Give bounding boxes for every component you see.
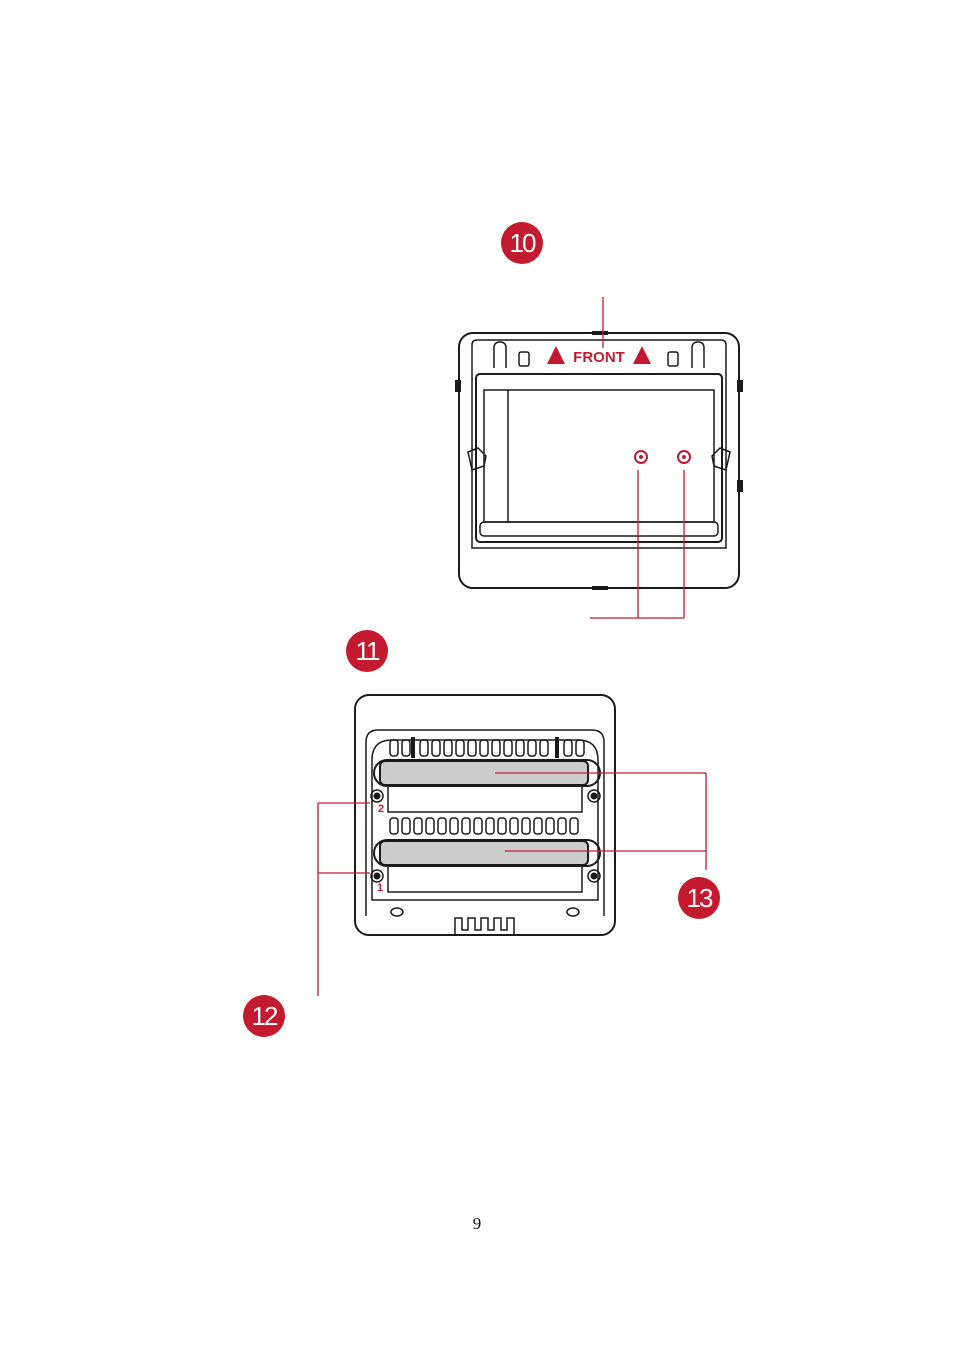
callout-10: 10 <box>501 222 543 264</box>
device-body-outline <box>459 333 739 588</box>
slot-1-label: 1 <box>377 882 383 894</box>
front-arrow-left-icon <box>547 346 565 364</box>
callout-12: 12 <box>243 995 285 1037</box>
top-leader-lines <box>590 297 684 618</box>
vent-row-lower <box>390 818 578 834</box>
roller-lower <box>380 841 588 865</box>
top-device-diagram <box>455 333 743 588</box>
callout-11: 11 <box>346 630 388 672</box>
bottom-device-diagram <box>355 695 615 935</box>
front-label: FRONT <box>573 349 625 366</box>
vent-row-upper <box>390 740 584 756</box>
callout-13: 13 <box>678 877 720 919</box>
device-top-outline <box>355 695 615 935</box>
front-arrow-right-icon <box>633 346 651 364</box>
front-marking: FRONT <box>547 346 651 366</box>
page-number: 9 <box>0 1214 954 1234</box>
indicator-screws <box>635 451 690 463</box>
slot-2-label: 2 <box>378 803 384 815</box>
